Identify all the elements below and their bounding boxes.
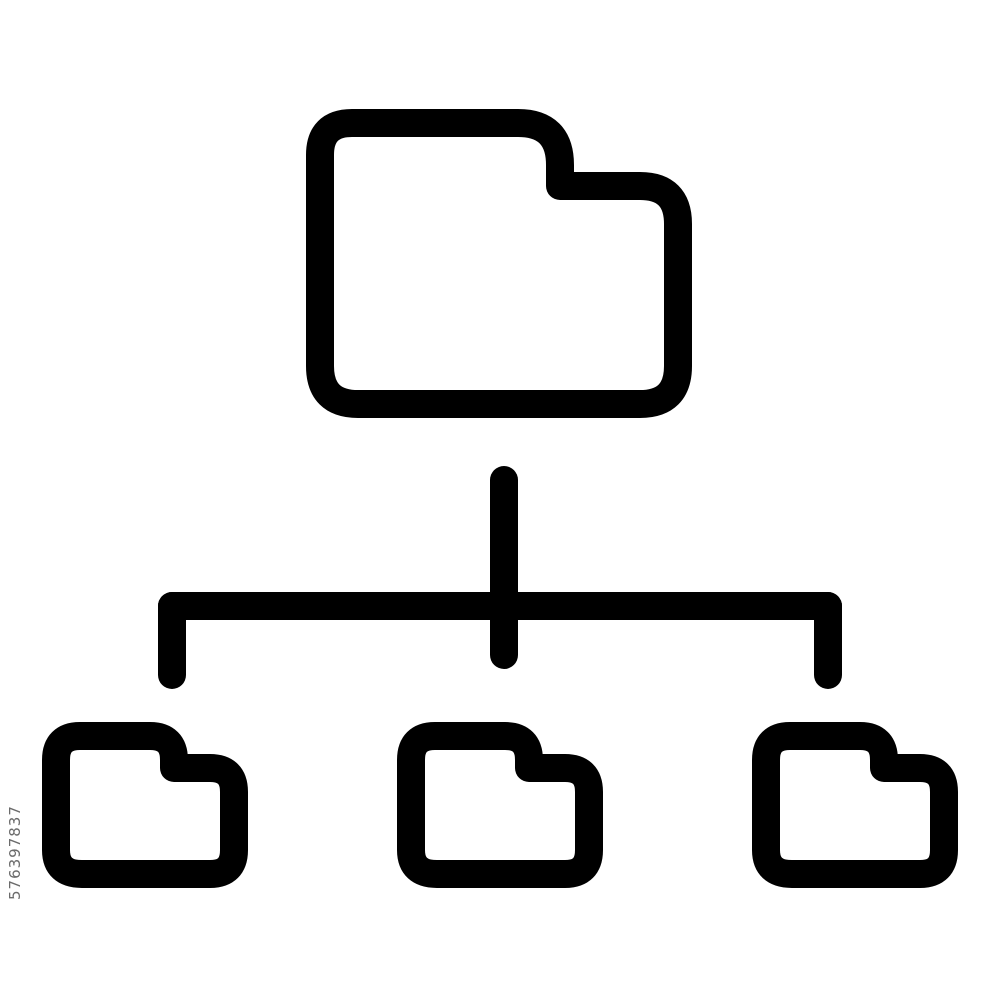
child-folder-right-icon [752,722,958,888]
stock-id-label: 576397837 [6,805,24,900]
child-folder-center-icon [397,722,603,888]
root-folder-icon [306,109,692,418]
child-folder-left-icon [42,722,248,888]
